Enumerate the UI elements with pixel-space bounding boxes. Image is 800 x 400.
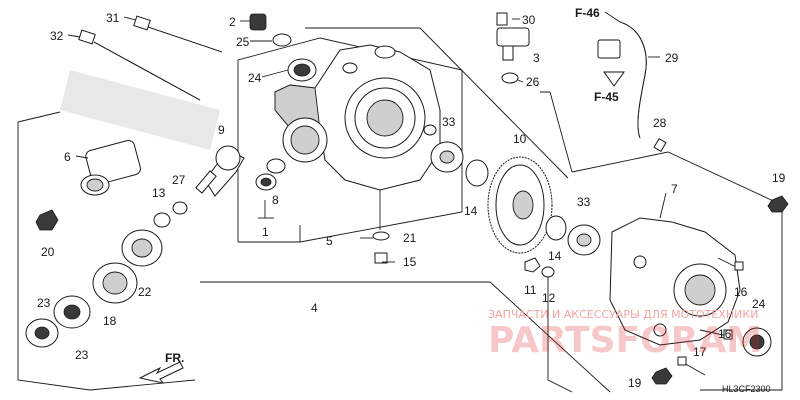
watermark-tagline: ЗАПЧАСТИ И АКСЕССУАРЫ ДЛЯ МОТОТЕХНИКИ — [488, 308, 758, 321]
callout-13: 13 — [152, 186, 166, 200]
callout-17: 17 — [693, 345, 707, 359]
callout-19-bottom: 19 — [628, 376, 642, 390]
watermark: ЗАПЧАСТИ И АКСЕССУАРЫ ДЛЯ МОТОТЕХНИКИ PA… — [488, 308, 762, 361]
callout-20: 20 — [41, 245, 55, 259]
callout-32: 32 — [50, 29, 64, 43]
gear-case-cover-7 — [609, 217, 741, 346]
callout-23-upper: 23 — [37, 296, 51, 310]
shims — [153, 158, 286, 228]
oil-seal-24-right — [742, 327, 772, 357]
callouts: 31 32 2 25 24 30 3 26 29 9 6 27 13 8 1 5… — [37, 11, 786, 390]
callout-16-lower: 16 — [718, 327, 732, 341]
callout-33-upper: 33 — [442, 115, 456, 129]
bolt-17 — [677, 356, 706, 376]
callout-31: 31 — [106, 11, 120, 25]
nut-19-bottom — [651, 367, 673, 385]
callout-7: 7 — [671, 182, 678, 196]
washer-12 — [541, 266, 555, 278]
ring-gear-10 — [487, 156, 553, 254]
callout-29: 29 — [665, 51, 679, 65]
callout-8: 8 — [272, 193, 279, 207]
bearing-33-upper — [430, 141, 464, 173]
callout-27: 27 — [172, 173, 186, 187]
ref-f45: F-45 — [594, 90, 619, 104]
callout-4: 4 — [311, 301, 318, 315]
callout-30: 30 — [522, 13, 536, 27]
callout-5: 5 — [326, 234, 333, 248]
nut-19-top — [767, 195, 789, 213]
front-label: FR. — [165, 351, 184, 365]
joint-6 — [80, 139, 141, 196]
o-ring-25 — [272, 33, 292, 47]
callout-22: 22 — [138, 285, 152, 299]
pinion-gear-9 — [195, 145, 245, 197]
callout-11: 11 — [524, 283, 537, 297]
callout-12: 12 — [542, 291, 556, 305]
seal-23-upper — [53, 295, 91, 329]
bearing-22 — [121, 229, 163, 267]
seal-23-lower — [25, 318, 59, 348]
callout-26: 26 — [526, 75, 540, 89]
section-references: F-46 F-45 — [575, 6, 621, 104]
callout-15: 15 — [403, 255, 417, 269]
bolt-11 — [524, 257, 541, 273]
callout-14-lower: 14 — [548, 249, 562, 263]
callout-14-upper: 14 — [464, 204, 478, 218]
callout-1: 1 — [262, 225, 269, 239]
bearing-18 — [92, 262, 138, 304]
leader-lines — [67, 16, 667, 263]
callout-16-upper: 16 — [734, 285, 748, 299]
bolt-15 — [374, 252, 388, 264]
callout-21: 21 — [403, 231, 417, 245]
callout-18: 18 — [103, 314, 117, 328]
shim-14-lower — [545, 215, 567, 241]
callout-25: 25 — [236, 35, 250, 49]
shim-14-upper — [465, 159, 489, 187]
bolt-31 — [133, 15, 223, 53]
callout-6: 6 — [64, 150, 71, 164]
front-direction-marker: FR. — [138, 351, 184, 384]
callout-10: 10 — [513, 132, 527, 146]
bolt-32 — [78, 29, 201, 101]
callout-23-lower: 23 — [75, 348, 89, 362]
hatch-band — [60, 70, 220, 150]
bearing-33-lower — [567, 224, 601, 256]
oil-seal-24 — [287, 58, 317, 82]
callout-2: 2 — [229, 15, 236, 29]
callout-19-top: 19 — [772, 171, 786, 185]
callout-24: 24 — [248, 71, 262, 85]
speed-sensor-3 — [496, 12, 530, 84]
bolt-16-a — [717, 257, 744, 271]
breather-hose-29 — [597, 21, 667, 153]
callout-3: 3 — [533, 51, 540, 65]
nut-20 — [35, 209, 59, 231]
bolt-16-b — [699, 329, 733, 340]
callout-24-right: 24 — [752, 297, 766, 311]
ref-f46: F-46 — [575, 6, 600, 20]
callout-28: 28 — [653, 116, 667, 130]
callout-33-lower: 33 — [577, 195, 591, 209]
final-gear-housing — [274, 44, 441, 191]
callout-9: 9 — [218, 123, 225, 137]
washer-21 — [372, 231, 390, 241]
watermark-brand: PARTSFORAM — [488, 320, 762, 361]
cap-2 — [249, 13, 267, 31]
drawing-code: HL3CF2300 — [722, 384, 771, 394]
